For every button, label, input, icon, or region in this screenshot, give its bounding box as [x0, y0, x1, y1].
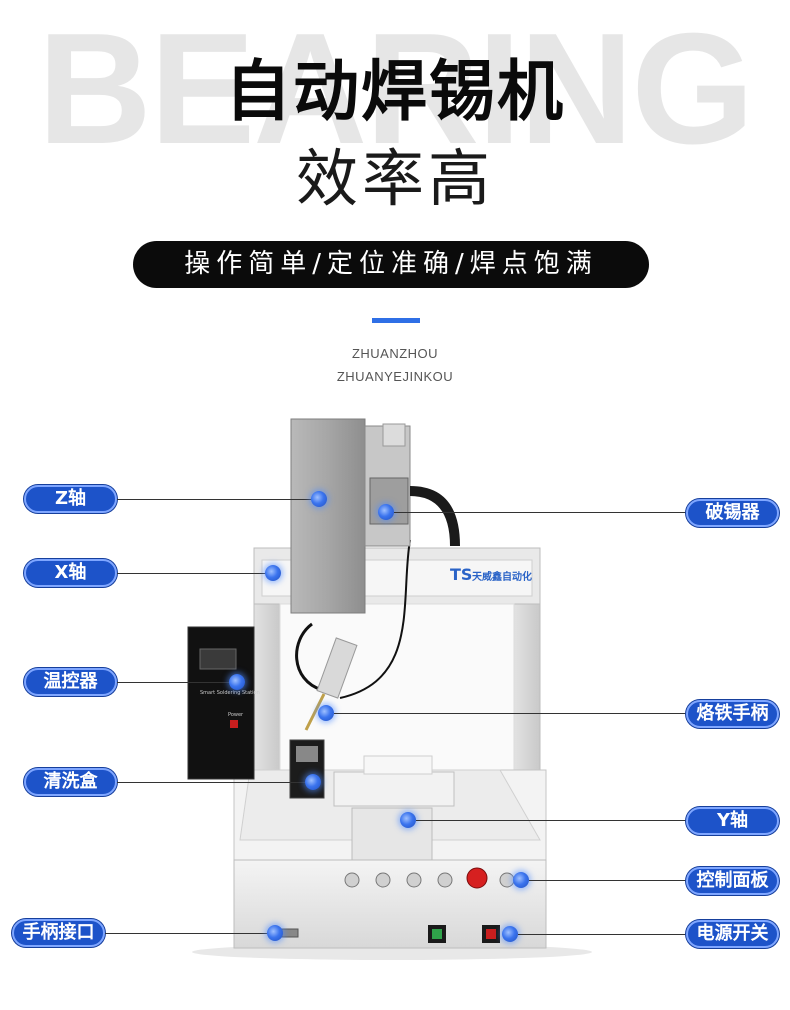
controller-text: Smart Soldering Station: [200, 690, 260, 696]
brand-text: 天威鑫自动化: [472, 570, 532, 583]
leader-cleaning-box: [117, 782, 313, 783]
marker-x-axis: [265, 565, 281, 581]
label-soldering-handle: 烙铁手柄: [686, 700, 779, 728]
leader-x-axis: [117, 573, 273, 574]
marker-control-panel: [513, 872, 529, 888]
sub-line-1: ZHUANZHOU: [351, 346, 439, 361]
leader-temp-controller: [117, 682, 237, 683]
marker-soldering-handle: [318, 705, 334, 721]
label-cleaning-box: 清洗盒: [24, 768, 117, 796]
label-y-axis: Y轴: [686, 807, 779, 835]
brand-logo: TS: [450, 565, 472, 584]
marker-handle-port: [267, 925, 283, 941]
leader-tin-breaker: [394, 512, 686, 513]
leader-z-axis: [117, 499, 319, 500]
tagline-pill: 操作简单/定位准确/焊点饱满: [133, 241, 649, 288]
page-subtitle: 效率高: [295, 142, 494, 215]
label-power-switch: 电源开关: [686, 920, 779, 948]
leader-power-switch: [518, 934, 686, 935]
leader-handle-port: [105, 933, 275, 934]
label-tin-breaker: 破锡器: [686, 499, 779, 527]
marker-temp-controller: [229, 674, 245, 690]
leader-soldering-handle: [334, 713, 686, 714]
marker-y-axis: [400, 812, 416, 828]
label-control-panel: 控制面板: [686, 867, 779, 895]
sub-line-2: ZHUANYEJINKOU: [336, 369, 454, 384]
marker-power-switch: [502, 926, 518, 942]
leader-control-panel: [529, 880, 686, 881]
label-handle-port: 手柄接口: [12, 919, 105, 947]
page-title: 自动焊锡机: [225, 53, 565, 130]
label-x-axis: X轴: [24, 559, 117, 587]
background-word: BEARING: [37, 10, 755, 168]
marker-z-axis: [311, 491, 327, 507]
accent-bar: [372, 318, 420, 323]
leader-y-axis: [416, 820, 686, 821]
label-temp-controller: 温控器: [24, 668, 117, 696]
marker-tin-breaker: [378, 504, 394, 520]
label-z-axis: Z轴: [24, 485, 117, 513]
power-text: Power: [228, 712, 244, 718]
marker-cleaning-box: [305, 774, 321, 790]
